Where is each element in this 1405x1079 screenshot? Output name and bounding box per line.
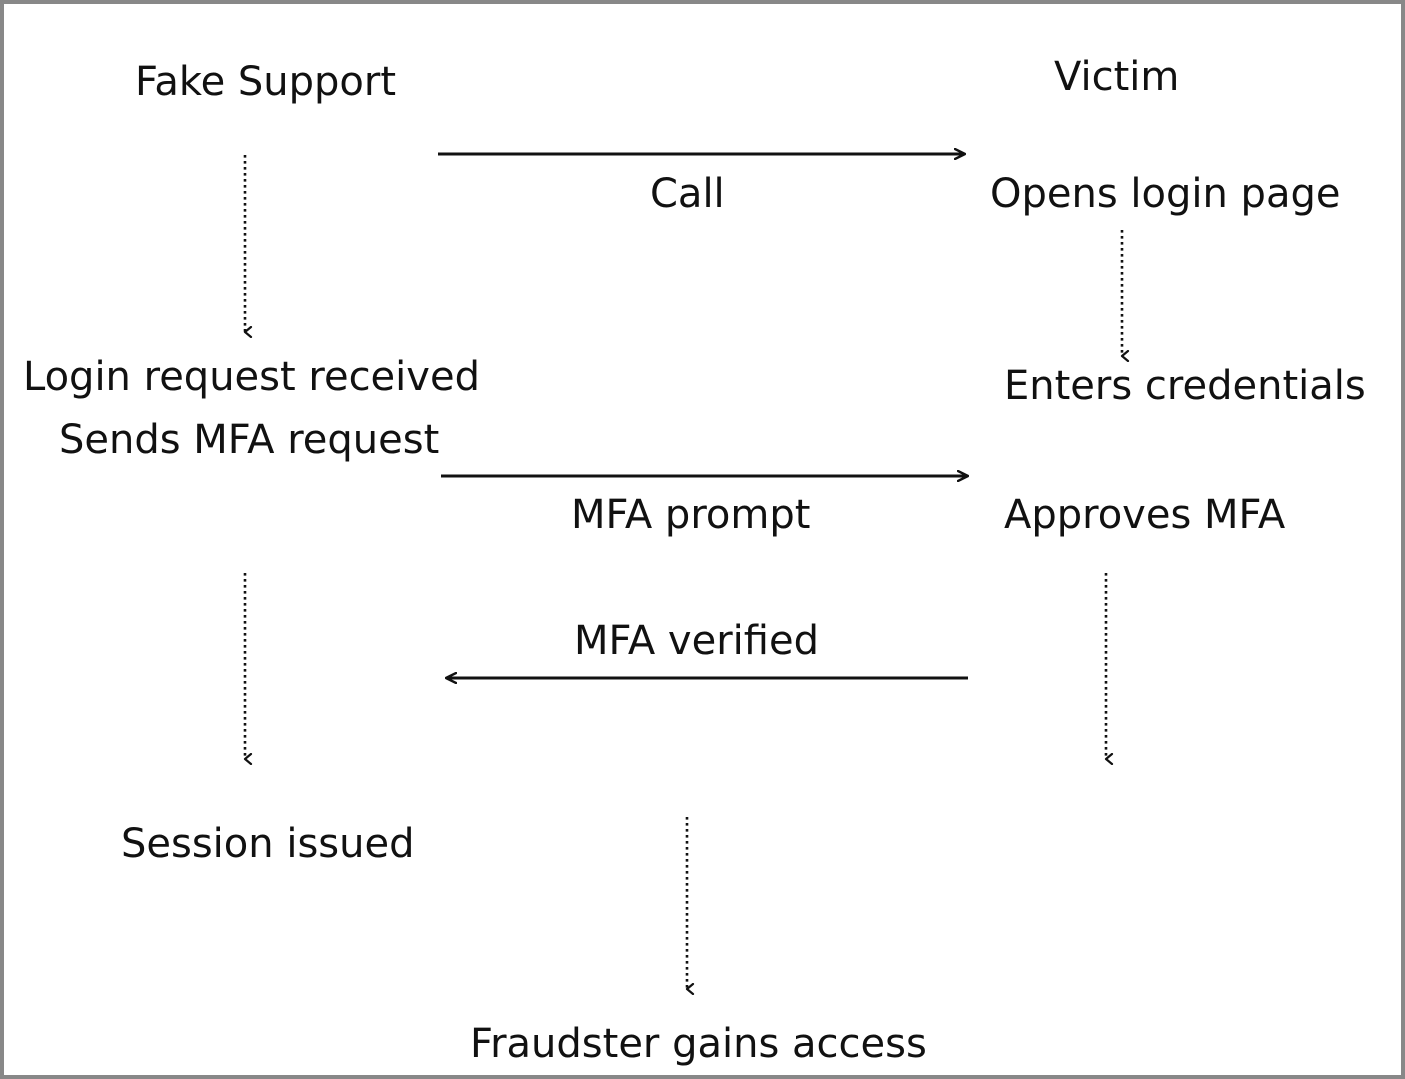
step-session-issued: Session issued (121, 821, 415, 867)
step-enters-credentials: Enters credentials (1004, 363, 1366, 409)
step-fraudster-gains-access: Fraudster gains access (470, 1021, 927, 1067)
lane-title-fake-support: Fake Support (135, 59, 397, 105)
message-label-call: Call (650, 171, 725, 217)
step-opens-login-page: Opens login page (990, 171, 1341, 217)
step-approves-mfa: Approves MFA (1004, 492, 1286, 538)
message-label-mfa-verified: MFA verified (574, 618, 819, 664)
lane-title-victim: Victim (1054, 54, 1180, 100)
step-login-request-received: Login request received (23, 354, 480, 400)
step-sends-mfa-request: Sends MFA request (59, 417, 440, 463)
message-label-mfa-prompt: MFA prompt (571, 492, 811, 538)
